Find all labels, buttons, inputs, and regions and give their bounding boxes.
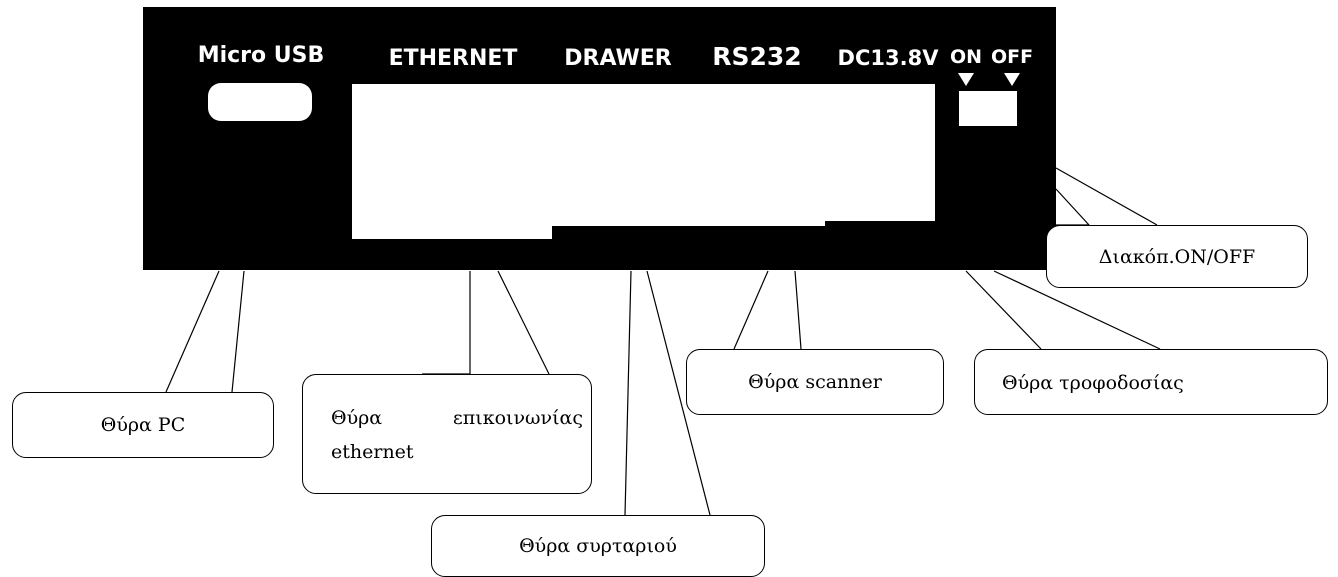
callout-ethernet-line2: ethernet — [331, 441, 414, 463]
callout-drawer-port-text: Θύρα συρταριού — [519, 535, 677, 557]
callout-ethernet-line1: Θύρα επικοινωνίας — [331, 407, 583, 429]
leader-pc-2 — [231, 270, 245, 393]
label-drawer: DRAWER — [564, 46, 672, 71]
leader-power-1 — [965, 270, 1042, 350]
callout-power-port-text: Θύρα τροφοδοσίας — [1002, 372, 1184, 394]
callout-scanner-port-text: Θύρα scanner — [748, 371, 882, 393]
leader-ethernet-1 — [422, 271, 471, 375]
leader-power-2 — [993, 270, 1161, 350]
callout-pc-port-text: Θύρα PC — [100, 414, 186, 436]
leader-lines — [165, 167, 1161, 516]
label-on: ON — [950, 46, 982, 68]
micro-usb-port — [208, 83, 312, 121]
callout-power-port: Θύρα τροφοδοσίας — [974, 349, 1328, 415]
callout-ethernet-port: Θύρα επικοινωνίας ethernet — [302, 374, 592, 494]
leader-switch-2 — [1055, 167, 1158, 226]
combined-port-cutout — [352, 84, 935, 239]
label-rs232: RS232 — [712, 42, 801, 71]
power-switch — [959, 91, 1017, 126]
leader-drawer-1 — [624, 270, 632, 516]
callout-pc-port: Θύρα PC — [12, 392, 274, 458]
off-arrow-icon — [1004, 73, 1020, 86]
leader-switch-1 — [1055, 188, 1091, 226]
leader-scanner-1 — [733, 270, 769, 350]
callout-power-switch: Διακόπ.ON/OFF — [1046, 225, 1308, 288]
label-ethernet: ETHERNET — [389, 46, 518, 71]
callout-power-switch-text: Διακόπ.ON/OFF — [1098, 245, 1256, 268]
leader-ethernet-2 — [497, 270, 550, 375]
callout-drawer-port: Θύρα συρταριού — [431, 515, 765, 577]
leader-drawer-2 — [646, 270, 711, 516]
leader-pc-1 — [165, 270, 220, 393]
callout-scanner-port: Θύρα scanner — [686, 349, 944, 415]
leader-scanner-2 — [794, 270, 802, 350]
label-dc: DC13.8V — [838, 46, 940, 70]
on-arrow-icon — [958, 73, 974, 86]
label-off: OFF — [991, 46, 1033, 68]
label-micro-usb: Micro USB — [198, 43, 325, 68]
